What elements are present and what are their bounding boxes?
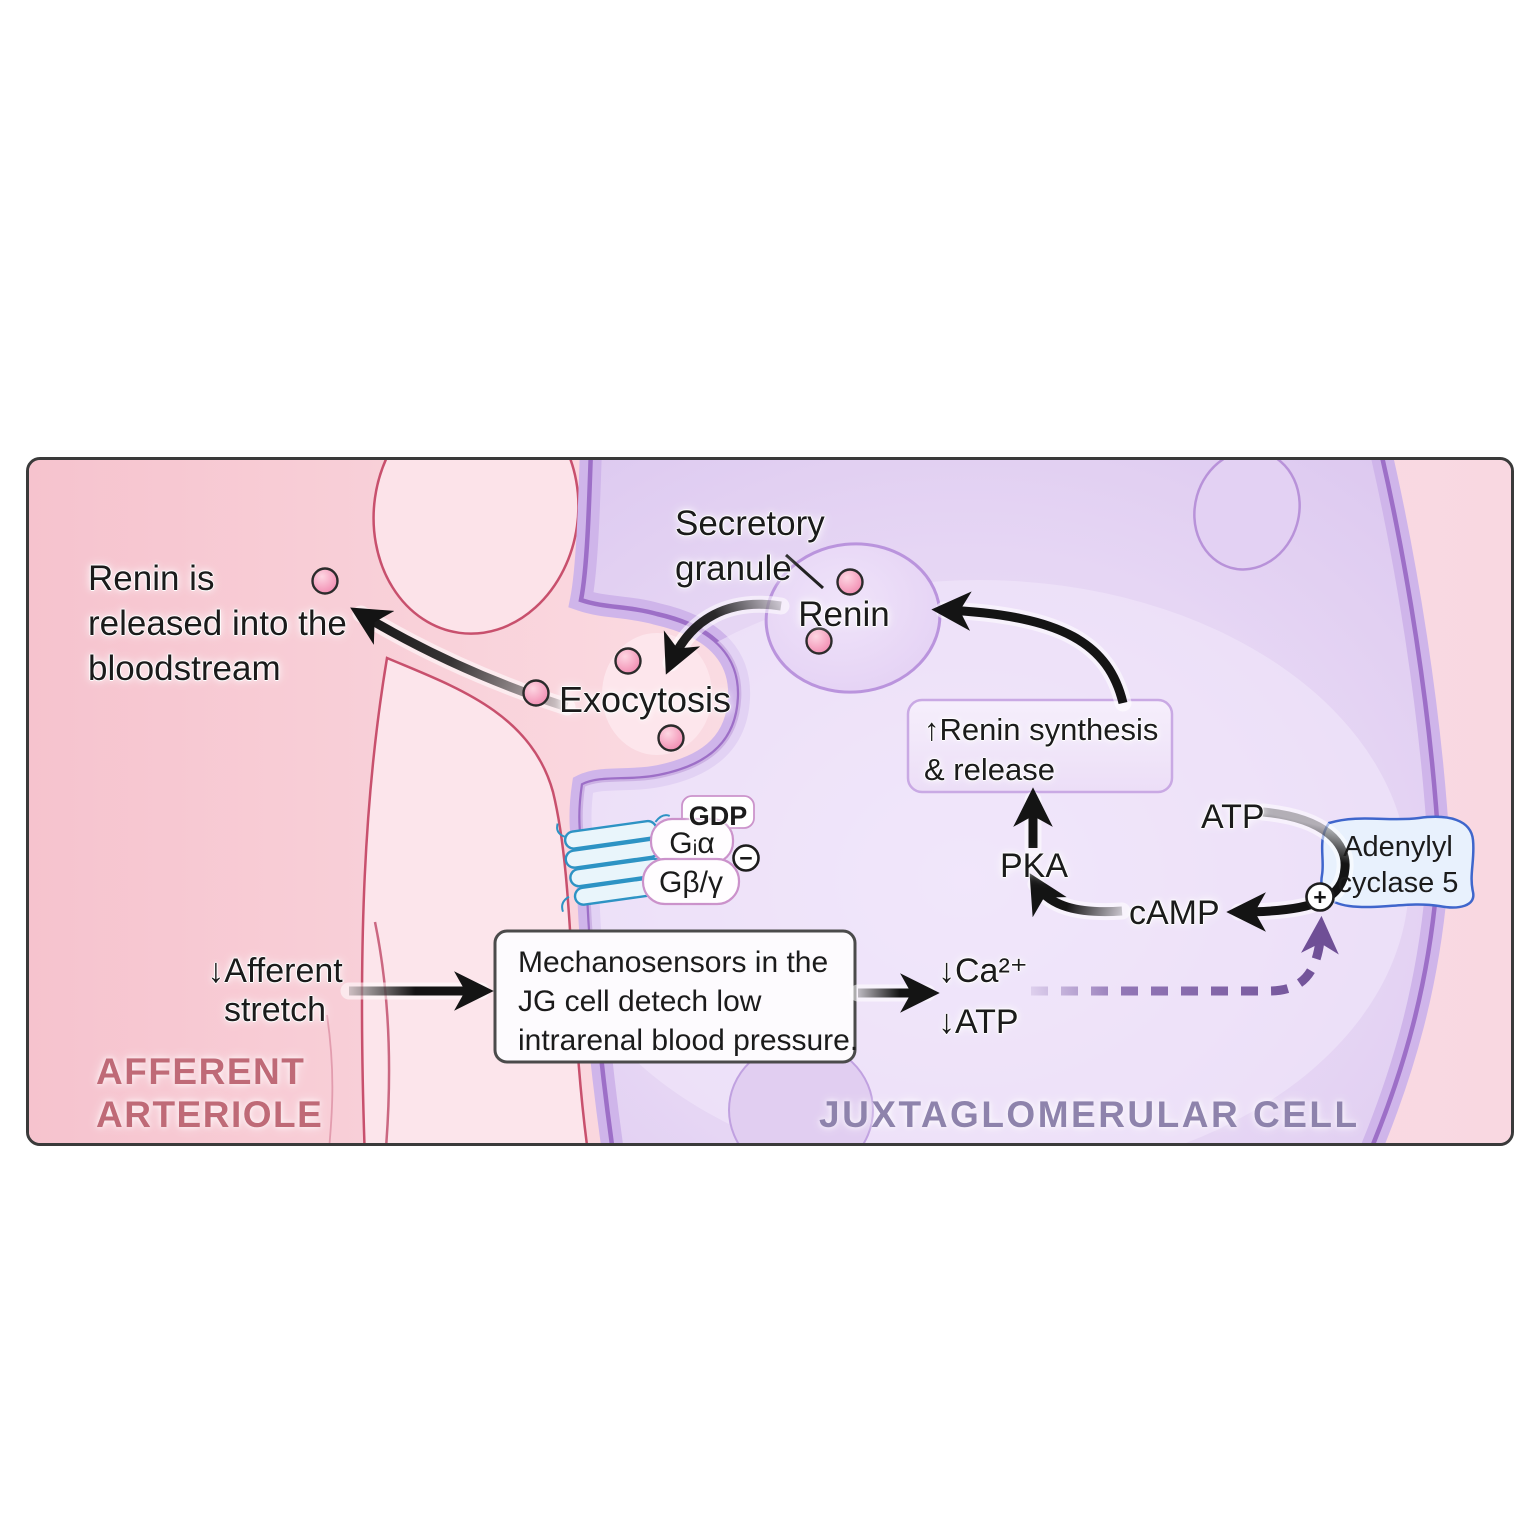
renin-dot-granule-upper xyxy=(836,568,864,596)
bloodstream-note-line1: Renin is xyxy=(88,559,215,598)
arrow-synthesis-to-granule xyxy=(931,591,1128,705)
activate-sign-glyph: + xyxy=(1313,884,1326,910)
afferent-stretch-label: ↓Afferent stretch xyxy=(207,952,343,1029)
diagram-artwork: − + xyxy=(29,460,1511,1143)
g-beta-gamma-pill xyxy=(641,857,741,906)
mechanosensor-box-text: Mechanosensors in the JG cell detech low… xyxy=(518,946,859,1057)
g-beta-gamma-label: Gβ/γ xyxy=(659,866,723,899)
organelle-top xyxy=(1193,460,1301,571)
diagram-panel: − + Renin is released into the bloodstre… xyxy=(26,457,1514,1146)
region-label-juxtaglomerular-cell: JUXTAGLOMERULAR CELL xyxy=(819,1094,1360,1135)
atp-label: ATP xyxy=(1201,798,1265,836)
bloodstream-note-line2: released into the xyxy=(88,603,347,643)
inhibit-sign-icon xyxy=(732,844,760,872)
dashed-arrow-to-adenylyl xyxy=(1031,915,1339,996)
arrow-camp-to-pka xyxy=(1029,873,1123,918)
renin-dot-pit-upper xyxy=(614,647,642,675)
gi-alpha-label: Gᵢα xyxy=(669,827,715,860)
granule-renin-label: Renin xyxy=(798,595,890,634)
vessel-wall-line-faint xyxy=(326,1014,334,1143)
calcium-label: ↓Ca²⁺ xyxy=(938,952,1028,990)
secretory-granule-label: Secretory granule xyxy=(675,504,825,588)
arrow-granule-to-exocytosis xyxy=(663,599,782,675)
arrow-atp-to-camp xyxy=(1226,807,1350,932)
exocytosis-label: Exocytosis xyxy=(559,679,732,720)
adenylyl-cyclase-label: Adenylyl cyclase 5 xyxy=(1337,831,1459,899)
inhibit-sign-glyph: − xyxy=(739,845,752,871)
renin-granule-dots xyxy=(311,567,864,752)
bloodstream-note: Renin is released into the bloodstream xyxy=(88,557,347,691)
granule-pointer-line xyxy=(785,553,824,590)
renin-dot-mouth xyxy=(522,679,550,707)
renin-dot-pit-lower xyxy=(657,724,685,752)
synthesis-box-text: ↑Renin synthesis & release xyxy=(924,712,1159,788)
gdp-label: GDP xyxy=(688,801,748,831)
bloodstream-note-line3: bloodstream xyxy=(88,648,281,688)
pka-label: PKA xyxy=(999,847,1069,885)
activate-sign-icon xyxy=(1305,882,1335,912)
vessel-wall-line xyxy=(373,921,391,1143)
renin-dot-granule-lower xyxy=(805,627,833,655)
camp-label: cAMP xyxy=(1129,894,1220,932)
renin-dot-bloodstream xyxy=(311,567,339,595)
atp-down-label: ↓ATP xyxy=(938,1003,1019,1041)
region-label-afferent-arteriole: AFFERENT ARTERIOLE xyxy=(96,1051,324,1136)
